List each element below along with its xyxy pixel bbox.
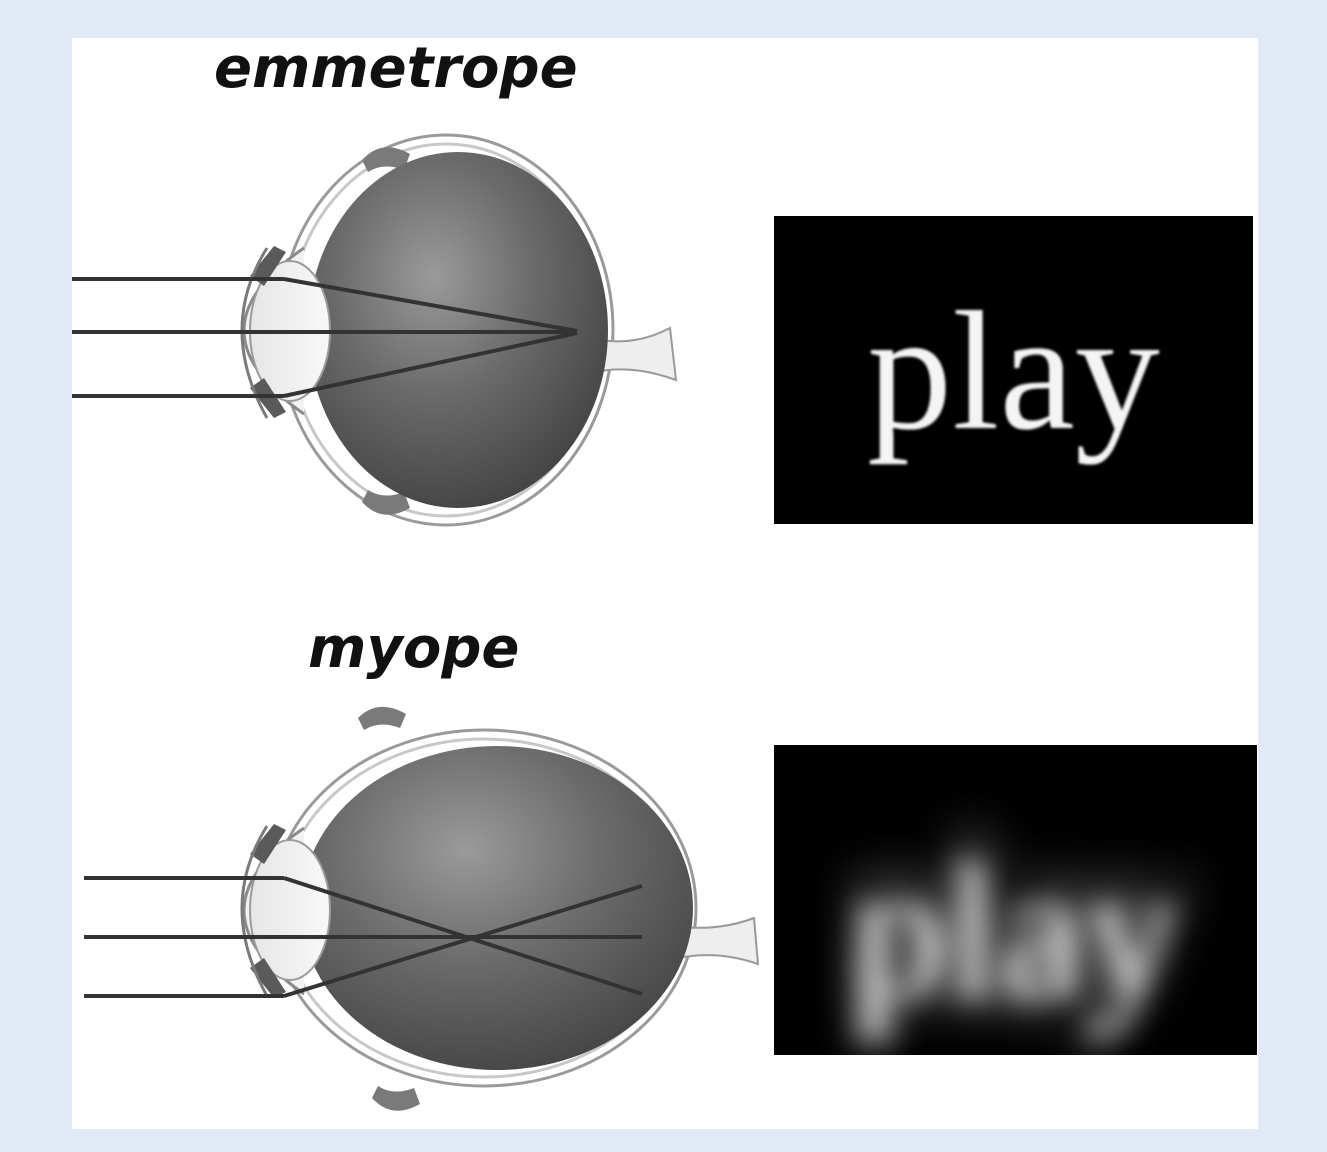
blurred-word-text: play bbox=[851, 827, 1180, 1037]
blurred-word-ghost-1: play bbox=[848, 796, 1193, 1017]
myope-title: myope bbox=[308, 616, 520, 681]
emmetrope-title: emmetrope bbox=[214, 36, 578, 101]
myope-blurred-view: play play play bbox=[774, 745, 1257, 1055]
myope-light-rays bbox=[84, 876, 643, 998]
emmetrope-light-rays bbox=[72, 277, 578, 398]
myope-eye-diagram bbox=[84, 706, 760, 1111]
emmetrope-sharp-view: play bbox=[774, 216, 1253, 524]
blurred-word-ghost-2: play bbox=[850, 855, 1161, 1054]
emmetrope-eye-diagram bbox=[72, 133, 678, 527]
figure-panel: emmetrope bbox=[72, 36, 1258, 1129]
sharp-word-text: play bbox=[867, 277, 1160, 465]
myope-eyeball bbox=[240, 706, 760, 1111]
